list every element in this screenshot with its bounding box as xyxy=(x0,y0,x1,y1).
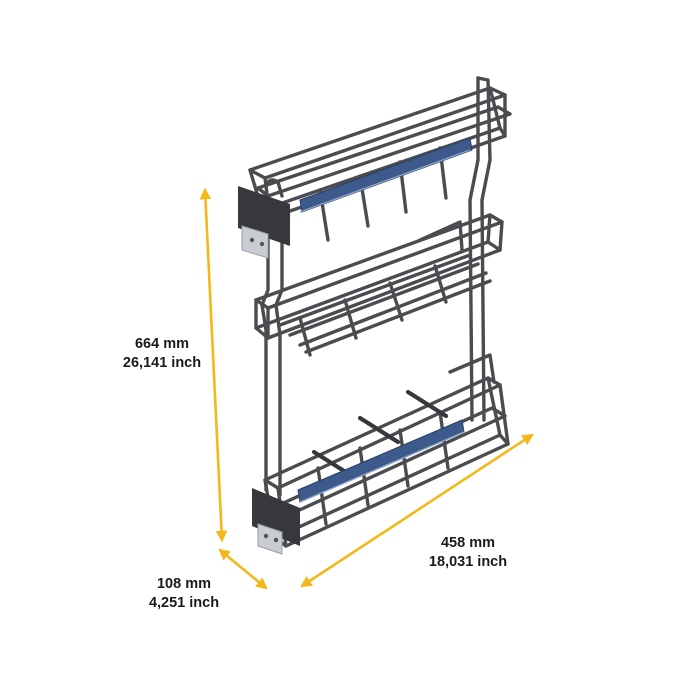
dimension-arrows xyxy=(199,187,534,590)
width-inch: 18,031 inch xyxy=(428,554,508,570)
top-front-bracket xyxy=(238,186,290,259)
top-basket xyxy=(248,86,512,242)
width-dimension-label: 458 mm 18,031 inch xyxy=(418,534,518,572)
width-arrow-icon xyxy=(300,433,534,588)
depth-mm: 108 mm xyxy=(156,576,211,592)
width-mm: 458 mm xyxy=(440,535,495,551)
middle-basket xyxy=(254,213,504,357)
rear-post-right xyxy=(476,76,492,422)
depth-arrow-icon xyxy=(218,548,268,590)
top-slide-runner xyxy=(299,137,473,213)
height-dimension-label: 664 mm 26,141 inch xyxy=(112,335,212,373)
height-arrow-icon xyxy=(199,187,228,543)
bottom-front-bracket xyxy=(252,488,300,555)
depth-inch: 4,251 inch xyxy=(148,595,220,611)
height-inch: 26,141 inch xyxy=(122,355,202,371)
rear-post-left xyxy=(468,76,480,422)
depth-dimension-label: 108 mm 4,251 inch xyxy=(134,575,234,613)
front-post-left xyxy=(260,233,270,492)
front-post-right xyxy=(274,238,284,497)
height-mm: 664 mm xyxy=(134,336,189,352)
